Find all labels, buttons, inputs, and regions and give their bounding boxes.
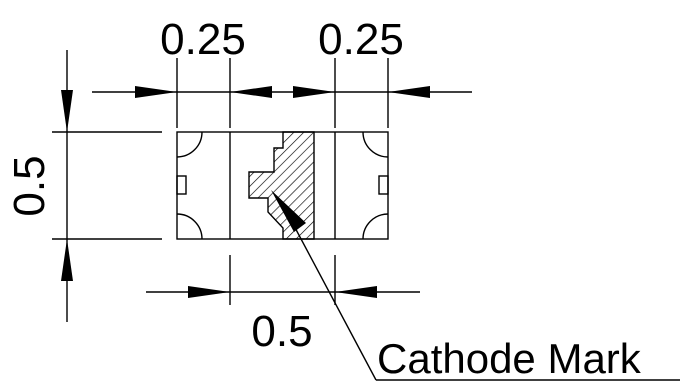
leader-arrow	[271, 190, 306, 232]
corner-arc-bl	[176, 213, 203, 240]
arrow-top-2	[230, 86, 272, 98]
dim-label-top-left: 0.25	[160, 15, 246, 64]
top-dimension	[92, 58, 472, 128]
arrow-left-top	[61, 90, 73, 132]
arrow-top-1	[135, 86, 177, 98]
arrow-top-3	[293, 86, 335, 98]
dim-label-left: 0.5	[5, 155, 54, 216]
bottom-dimension	[146, 255, 420, 305]
dim-label-top-right: 0.25	[318, 15, 404, 64]
package-body	[176, 131, 389, 240]
arrow-left-bottom	[61, 239, 73, 281]
cathode-callout-leader	[271, 190, 680, 381]
arrow-bottom-1	[188, 286, 230, 298]
arrow-top-4	[388, 86, 430, 98]
dim-label-bottom: 0.5	[251, 307, 312, 356]
cathode-mark-hatch	[248, 131, 315, 240]
corner-arc-tl	[176, 131, 203, 158]
cathode-mark-label: Cathode Mark	[377, 335, 642, 382]
notch-right	[378, 175, 389, 195]
arrow-bottom-2	[335, 286, 377, 298]
notch-left	[176, 175, 187, 195]
corner-arc-tr	[362, 131, 389, 158]
left-dimension	[52, 50, 162, 322]
leader-line	[291, 221, 377, 381]
corner-arc-br	[362, 213, 389, 240]
